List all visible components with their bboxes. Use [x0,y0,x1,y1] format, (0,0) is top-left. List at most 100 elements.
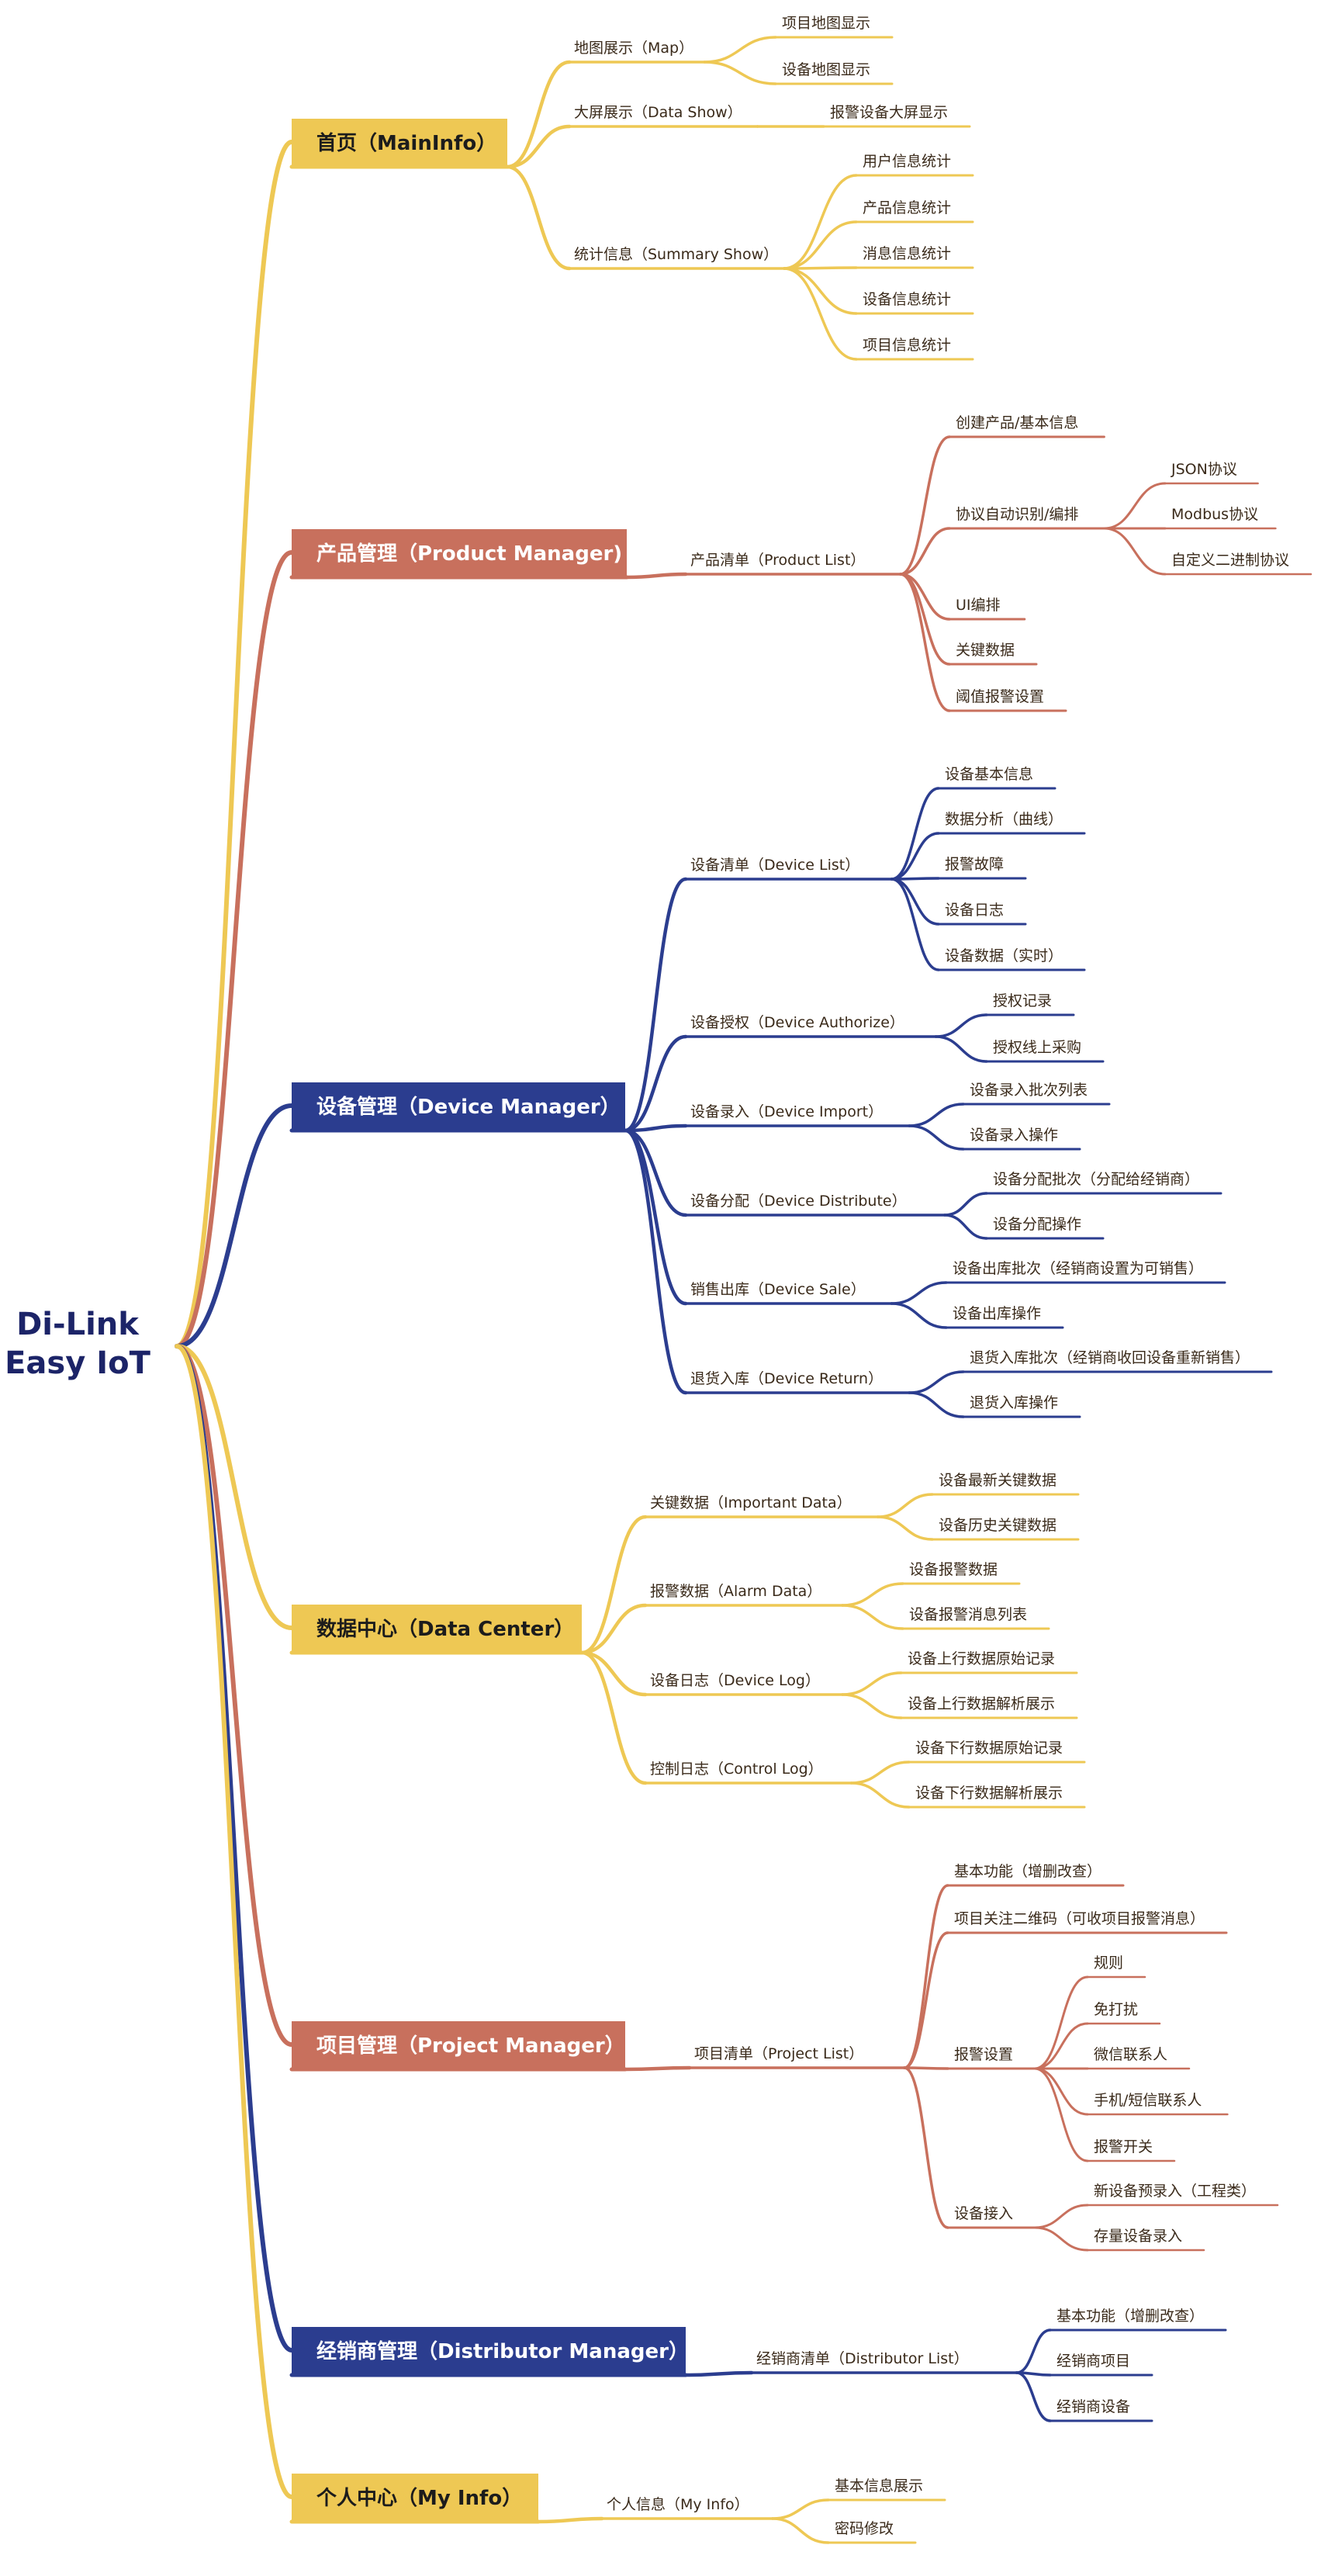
leaf-node-label: 报警设备大屏显示 [830,104,948,121]
connector [934,1035,988,1063]
connector [175,140,294,1349]
connector [783,220,858,270]
leaf-node-label: 报警开关 [1094,2138,1153,2155]
main-branch-box [292,119,507,165]
main-branch-label: 设备管理（Device Manager） [316,1096,621,1119]
connector [623,1128,688,1217]
connector [623,2065,692,2072]
child-node-label: 设备录入（Device Import） [690,1103,883,1120]
connector [943,1214,988,1240]
leaf-node-label: 自定义二进制协议 [1171,552,1289,569]
connector [1033,2067,1089,2116]
leaf-node-label: 新设备预录入（工程类） [1094,2183,1256,2200]
child-node-label: 产品清单（Product List） [690,552,865,569]
connector [890,832,940,881]
connector [903,1931,949,2069]
connector [579,1650,648,1697]
child-node-label: 销售出库（Device Sale） [690,1281,866,1298]
connector [943,1192,988,1217]
main-branch-box [292,529,627,576]
child-node-label: 报警数据（Alarm Data） [650,1583,821,1600]
connector [505,60,572,169]
connector [175,1344,294,2047]
leaf-node-label: 报警故障 [945,856,1004,873]
connector [876,1515,934,1541]
main-branch-label: 个人中心（My Info） [316,2487,522,2510]
leaf-node-label: 设备录入操作 [970,1127,1058,1144]
connector [579,1515,648,1655]
connector [890,878,940,971]
leaf-node-label: 设备报警消息列表 [909,1606,1027,1623]
main-branch-boxes [292,119,686,2520]
leaf-node-label: 密码修改 [835,2520,894,2537]
child-node-label: 关键数据（Important Data） [650,1494,852,1511]
connector [849,1761,911,1785]
leaf-node-label: 设备报警数据 [909,1561,998,1578]
leaf-node-label: 项目信息统计 [863,337,951,354]
leaf-node-label: 设备数据（实时） [945,947,1063,964]
connector [505,164,572,271]
leaf-node-label: 设备基本信息 [945,766,1033,783]
connector [623,1124,688,1133]
leaf-node-label: 经销商项目 [1056,2353,1130,2370]
connector [908,1103,965,1127]
leaf-node-label: 设备分配操作 [993,1216,1081,1233]
leaf-node-label: 设备信息统计 [863,291,951,308]
leaf-node-label: UI编排 [956,597,1001,614]
child-node-label: 地图展示（Map） [574,40,693,57]
main-branch-label: 首页（MainInfo） [316,131,496,155]
leaf-node-label: 设备下行数据解析展示 [915,1785,1063,1802]
leaf-node-label: 存量设备录入 [1094,2228,1182,2245]
connector [505,124,572,169]
connector [579,1603,648,1655]
connector [771,2517,830,2544]
main-branch-label: 项目管理（Project Manager） [316,2034,625,2058]
connector [536,2516,604,2524]
connector [890,877,940,881]
connector [175,550,294,1349]
main-branch-label: 数据中心（Data Center） [316,1618,574,1641]
leaf-node-label: 报警设置 [954,2046,1013,2063]
leaf-node-label: JSON协议 [1171,461,1237,478]
leaf-node-label: 产品信息统计 [863,199,951,216]
leaf-node-label: 设备历史关键数据 [939,1517,1056,1534]
connector [783,174,858,270]
connector [579,1650,648,1785]
leaf-node-label: 设备出库操作 [953,1305,1041,1322]
leaf-node-label: 设备接入 [954,2205,1013,2222]
leaf-node-label: 手机/短信联系人 [1094,2092,1202,2109]
node-labels: 首页（MainInfo） 地图展示（Map） 项目地图显示设备地图显示大屏展示（Da… [316,15,1289,2537]
child-node-label: 大屏展示（Data Show） [574,104,742,121]
connector [849,1781,911,1809]
connector [899,573,951,712]
connector [783,267,858,315]
leaf-node-label: 设备最新关键数据 [939,1472,1056,1489]
leaf-node-label: 设备上行数据解析展示 [908,1695,1055,1712]
leaf-node-label: 基本功能（增删改查） [1056,2308,1204,2325]
leaf-node-label: Modbus协议 [1171,506,1258,523]
connector [1033,2226,1089,2252]
connector [623,877,688,1133]
leaf-node-label: 消息信息统计 [863,245,951,262]
connector [908,1124,965,1151]
leaf-node-label: 免打扰 [1094,2001,1138,2018]
connector [903,1884,949,2069]
connector [903,2066,949,2229]
leaf-node-label: 项目地图显示 [782,15,870,32]
connector [623,1128,688,1306]
child-node-label: 退货入库（Device Return） [690,1370,883,1387]
main-branch-label: 经销商管理（Distributor Manager） [316,2339,689,2363]
child-node-label: 设备日志（Device Log） [650,1672,820,1689]
main-branch-label: 产品管理（Product Manager) [316,542,622,566]
connector [1015,2371,1052,2422]
connector [841,1693,903,1719]
leaf-node-label: 设备分配批次（分配给经销商） [993,1171,1199,1188]
child-node-label: 设备清单（Device List） [690,857,859,874]
leaf-node-label: 设备地图显示 [782,61,870,78]
leaf-node-label: 规则 [1094,1955,1123,1972]
connector [903,2066,949,2070]
connector [1015,2328,1052,2374]
connector [783,267,858,361]
connector [1033,2204,1089,2229]
